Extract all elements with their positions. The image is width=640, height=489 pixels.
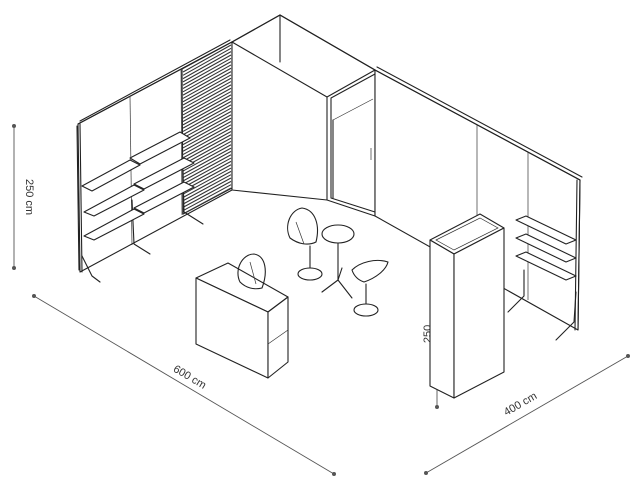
slat-line (182, 160, 232, 189)
display-column (429, 213, 505, 399)
slat-line (182, 64, 232, 93)
bar-table (321, 224, 355, 299)
slat-line (182, 114, 232, 142)
slat-line (182, 107, 232, 136)
height-label: 250 cm (23, 179, 35, 215)
reception-counter (195, 262, 289, 379)
slat-line (182, 57, 232, 86)
stool-left (287, 207, 323, 281)
slat-line (182, 54, 232, 83)
slat-line (182, 154, 232, 182)
slat-line (182, 167, 232, 195)
slat-line (182, 184, 232, 212)
slat-line (182, 71, 232, 99)
slat-line (182, 94, 232, 123)
slat-line (182, 91, 232, 119)
slat-line (182, 127, 232, 156)
slat-line (182, 87, 232, 116)
slat-line (182, 130, 232, 159)
width-label: 600 cm (171, 363, 208, 392)
slat-line (182, 61, 232, 89)
width-dimension-front: 600 cm (32, 294, 336, 476)
slat-line (182, 84, 232, 113)
slat-line (182, 97, 232, 126)
slat-line (182, 81, 232, 109)
right-shelving-unit (507, 179, 578, 341)
slat-line (182, 77, 232, 106)
slat-line (182, 51, 232, 80)
slat-line (182, 137, 232, 165)
slat-line (182, 180, 232, 208)
slat-line (182, 111, 232, 139)
slat-line (182, 67, 232, 96)
slat-line (182, 144, 232, 172)
height-dimension-left: 250 cm (12, 124, 35, 270)
chair-counter (237, 253, 266, 290)
slat-line (182, 47, 232, 76)
stool-right (351, 259, 389, 317)
slat-line (182, 117, 232, 146)
slat-line (182, 44, 232, 73)
slat-line (182, 101, 232, 129)
slat-line (182, 187, 232, 215)
slat-line (182, 74, 232, 103)
slat-line (182, 134, 232, 162)
slat-line (182, 121, 232, 149)
slat-line (182, 174, 232, 202)
slat-line (182, 104, 232, 132)
slat-line (182, 150, 232, 179)
slat-line (182, 177, 232, 205)
slat-line (182, 157, 232, 185)
storage-door (330, 73, 376, 213)
slat-line (182, 124, 232, 152)
slat-line (182, 147, 232, 175)
depth-label: 400 cm (502, 390, 539, 418)
left-shelving-unit (76, 123, 204, 283)
slat-line (182, 170, 232, 198)
